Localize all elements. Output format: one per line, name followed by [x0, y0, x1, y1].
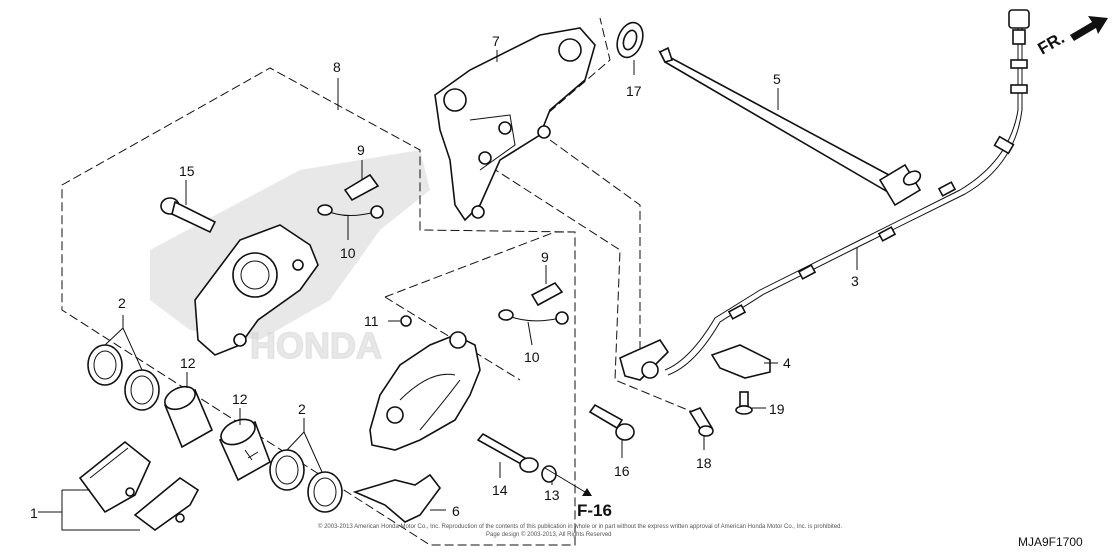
copyright-line-1: © 2003-2013 American Honda Motor Co., In…	[318, 523, 842, 530]
bolt-19	[735, 391, 753, 415]
watermark-text: HONDA	[250, 325, 382, 366]
piston-12-b	[218, 418, 271, 482]
caliper-inner	[369, 331, 481, 451]
callout-13: 13	[544, 487, 560, 503]
bleeder-9-lower	[530, 281, 564, 307]
bolt-15	[160, 197, 217, 234]
callout-10-upper: 10	[340, 245, 356, 261]
caliper-bracket	[434, 27, 596, 222]
callout-9-lower: 9	[541, 249, 549, 265]
clamp-4	[710, 344, 771, 379]
pin-14	[476, 432, 539, 473]
plug-11	[400, 315, 412, 327]
callout-5: 5	[773, 71, 781, 87]
seal-2-right-a	[269, 449, 305, 491]
pipe-10-lower	[498, 309, 569, 325]
callout-2-left: 2	[118, 295, 126, 311]
caliper-outer	[194, 224, 319, 356]
callout-4: 4	[783, 355, 791, 371]
piston-12-a	[163, 385, 214, 449]
callout-8: 8	[333, 59, 341, 75]
front-direction-arrow	[1070, 16, 1108, 41]
seal-2-left-b	[124, 369, 160, 411]
washer-17	[616, 21, 644, 59]
diagram-code: MJA9F1700	[1018, 535, 1083, 549]
callout-14: 14	[492, 482, 508, 498]
callout-1: 1	[30, 505, 38, 521]
callout-11: 11	[364, 313, 379, 329]
bolt-16	[588, 403, 635, 441]
bolt-18	[688, 407, 714, 437]
leader-lines	[38, 50, 858, 531]
speed-sensor-cable	[619, 9, 1030, 381]
front-direction-label: FR.	[1035, 28, 1068, 58]
brake-pad-1-b	[133, 477, 200, 531]
bracket-link-box	[469, 17, 701, 416]
section-reference: F-16	[544, 467, 612, 520]
pad-spring-6	[352, 473, 442, 523]
callout-15: 15	[179, 163, 195, 179]
callout-3: 3	[851, 273, 859, 289]
section-ref-label: F-16	[577, 501, 612, 520]
callout-19: 19	[769, 401, 785, 417]
callout-6: 6	[452, 503, 460, 519]
shaft-5	[658, 46, 922, 207]
callout-18: 18	[696, 455, 712, 471]
callout-7: 7	[492, 33, 500, 49]
callout-2-right: 2	[298, 401, 306, 417]
callout-9-upper: 9	[357, 142, 365, 158]
seal-2-right-b	[307, 471, 343, 513]
seal-2-left-a	[87, 344, 123, 386]
callout-10-lower: 10	[524, 349, 540, 365]
copyright-line-2: Page design © 2003-2013, All Rights Rese…	[486, 531, 612, 538]
callout-16: 16	[614, 463, 630, 479]
plug-13	[541, 465, 557, 483]
brake-pad-1-a	[78, 440, 151, 514]
pipe-10-upper	[317, 204, 384, 219]
callout-12-a: 12	[180, 355, 196, 371]
callout-17: 17	[626, 83, 642, 99]
callout-12-b: 12	[232, 391, 248, 407]
